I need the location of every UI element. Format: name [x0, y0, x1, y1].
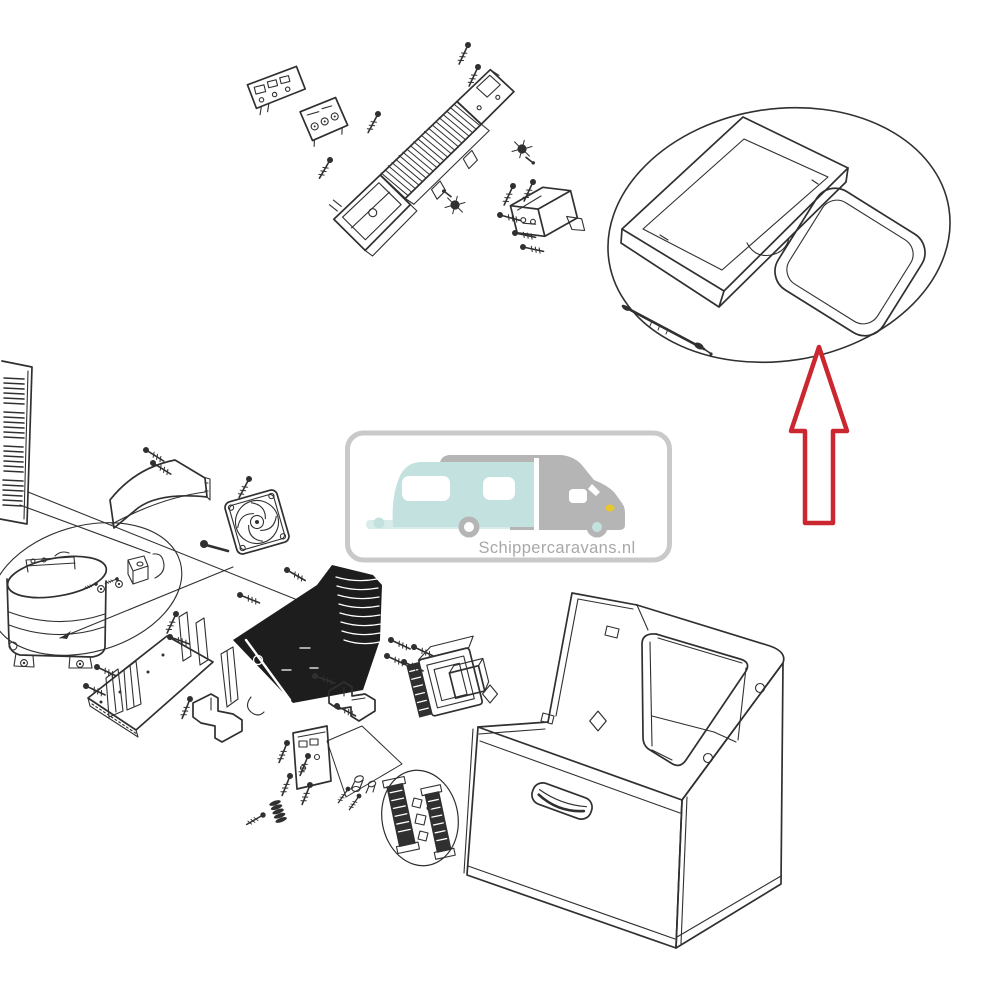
rim-left-edge [477, 721, 549, 728]
watermark: Schippercaravans.nl [345, 430, 672, 563]
motorhome-window [569, 489, 587, 503]
mounting-plate [292, 725, 403, 798]
control-panel-face [299, 96, 349, 147]
cabinet-opening [641, 633, 749, 767]
hinge-bracket [509, 186, 586, 238]
balloon-ellipse [607, 106, 951, 364]
silhouette-gap [534, 458, 539, 530]
right-face [675, 662, 784, 949]
hook-bracket [192, 693, 243, 743]
rear-riser-panel [540, 592, 649, 725]
fin-element-right [420, 784, 456, 860]
fastener-valve-b [436, 188, 468, 217]
cabinet-body [463, 592, 785, 949]
front-face [466, 726, 683, 949]
fin-element-left [381, 775, 421, 855]
control-pcb [246, 65, 307, 116]
caravan-window-1 [402, 476, 450, 501]
base-trim [467, 865, 782, 940]
vent-grille-assembly [328, 68, 515, 257]
lid-detail-balloon [607, 106, 951, 364]
rim-screw-hole [754, 682, 766, 694]
lid-seal-gasket [774, 187, 926, 337]
spring [269, 800, 287, 823]
fins-detail-balloon [381, 769, 459, 867]
heatsink-assembly [406, 635, 490, 718]
side-vent-panel [0, 360, 33, 525]
door-handle [531, 782, 593, 820]
cover-plate [109, 459, 211, 529]
compressor-detail-balloon [0, 522, 234, 669]
motorhome-wheel-hub [592, 522, 602, 532]
mounting-tray [87, 611, 214, 738]
pointer-arrow [788, 344, 850, 526]
compressor [6, 551, 108, 669]
rim-screw-hole [702, 752, 714, 764]
clamp-bracket [328, 681, 376, 722]
cooling-fan [224, 489, 290, 555]
lid-panel [620, 116, 849, 308]
rim-gasket [589, 710, 607, 732]
hinge-rod [621, 304, 713, 356]
condenser-coil [220, 565, 382, 716]
jockey-wheel [373, 517, 385, 529]
watermark-text: Schippercaravans.nl [478, 539, 635, 557]
refrigerant-pipe [19, 491, 306, 604]
headlight [605, 504, 615, 512]
caravan-wheel-hub [464, 522, 474, 532]
plug-and-grommets [97, 553, 165, 593]
caravan-window-2 [483, 477, 515, 500]
plug-fittings [350, 775, 377, 794]
motorhome-windshield [588, 484, 600, 496]
fan-bolt [200, 540, 230, 553]
fastener-valve-a [509, 137, 541, 166]
